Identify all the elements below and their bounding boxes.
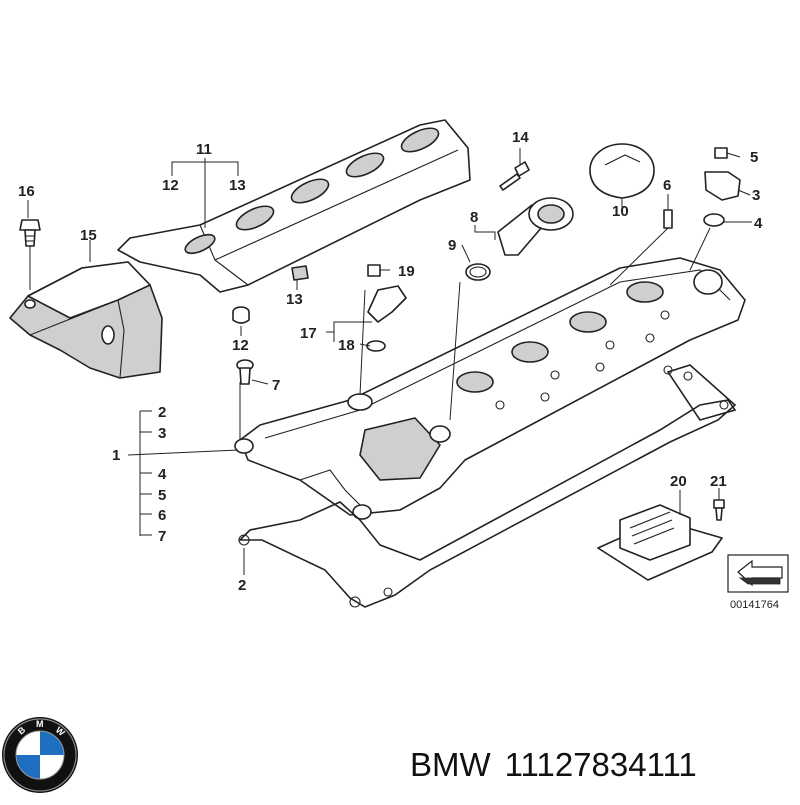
part-cylinder-head-cover [234, 257, 746, 520]
bmw-logo: B M W [2, 717, 78, 793]
part-sensor-17 [366, 264, 407, 352]
callout-19: 19 [398, 263, 415, 280]
part-screw-7 [236, 359, 254, 385]
part-grommet-12 [232, 306, 250, 324]
part-caption: BMW 11127834111 [410, 740, 697, 790]
callout-12: 12 [162, 177, 179, 194]
reference-number: 00141764 [730, 599, 779, 611]
part-engine-cover [117, 119, 471, 293]
callout-17: 17 [300, 325, 317, 342]
part-gasket [238, 364, 737, 608]
callout-21: 21 [710, 473, 727, 490]
leader-lines [27, 148, 752, 575]
part-screw-21 [713, 499, 725, 521]
callout-20: 20 [670, 473, 687, 490]
callout-2: 2 [238, 577, 246, 594]
part-screw-14 [499, 161, 530, 191]
part-filler-neck [465, 197, 574, 281]
callout-13: 13 [229, 177, 246, 194]
callout-12-lower: 12 [232, 337, 249, 354]
callout-1-sub-6: 6 [158, 507, 166, 524]
svg-text:B: B [16, 724, 28, 736]
callout-11: 11 [196, 141, 212, 158]
callout-4: 4 [754, 215, 763, 232]
callout-1-sub-5: 5 [158, 487, 166, 504]
callout-3: 3 [752, 187, 760, 204]
part-number: 11127834111 [504, 746, 697, 783]
part-grommet-13 [291, 265, 309, 281]
callout-5: 5 [750, 149, 758, 166]
callout-1: 1 [112, 447, 120, 464]
part-sensor [703, 147, 741, 227]
callout-13-lower: 13 [286, 291, 303, 308]
part-control-unit [597, 504, 723, 581]
callout-1-sub-2: 2 [158, 404, 166, 421]
callout-15: 15 [80, 227, 97, 244]
part-acoustic-cover [9, 261, 163, 379]
svg-text:M: M [36, 719, 44, 729]
part-oil-cap [589, 143, 655, 199]
callout-1-sub-7: 7 [158, 528, 166, 545]
part-pin-6 [663, 209, 673, 229]
callout-14: 14 [512, 129, 529, 146]
callout-1-sub-4: 4 [158, 466, 167, 483]
reference-box [727, 554, 789, 593]
callout-8: 8 [470, 209, 478, 226]
part-screw-16 [19, 219, 41, 247]
brand-name: BMW [410, 746, 491, 783]
callout-10: 10 [612, 203, 629, 220]
callout-6: 6 [663, 177, 671, 194]
callout-1-sub-3: 3 [158, 425, 166, 442]
callout-16: 16 [18, 183, 35, 200]
callout-7: 7 [272, 377, 280, 394]
callout-9: 9 [448, 237, 456, 254]
callout-18: 18 [338, 337, 355, 354]
